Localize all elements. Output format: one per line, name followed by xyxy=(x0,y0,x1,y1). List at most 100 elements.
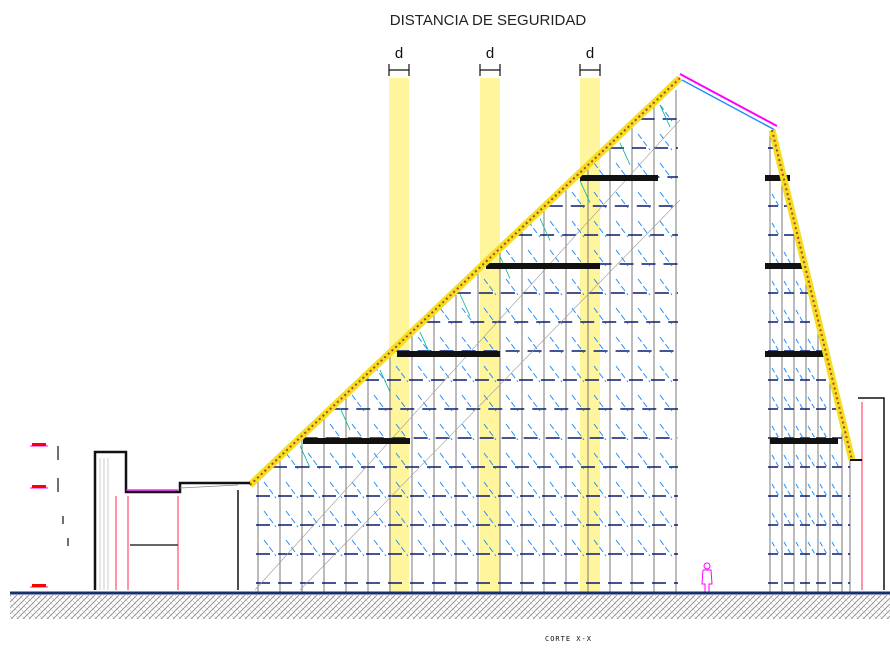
scaffold-brace xyxy=(571,191,585,209)
scaffold-brace xyxy=(659,133,673,151)
scaffold-brace xyxy=(659,481,673,499)
scaffold-brace xyxy=(615,481,629,499)
scaffold-brace xyxy=(771,425,781,441)
scaffold-brace xyxy=(659,278,673,296)
scaffold-brace xyxy=(439,452,453,470)
scaffold-brace xyxy=(285,539,299,557)
safety-band-2 xyxy=(480,78,500,593)
scaffold-brace xyxy=(483,481,497,499)
scaffold-brace xyxy=(285,481,299,499)
scaffold-brace xyxy=(615,539,629,557)
scaffold-brace xyxy=(549,365,563,383)
scaffold-brace xyxy=(505,336,519,354)
scaffold-tie xyxy=(379,369,391,393)
safety-distance-bands xyxy=(389,78,600,593)
scaffold-brace xyxy=(615,162,629,180)
scaffold-brace xyxy=(659,191,673,209)
scaffold-brace xyxy=(395,452,409,470)
scaffold-brace xyxy=(571,307,585,325)
scaffold-brace xyxy=(659,365,673,383)
section-caption: CORTE X-X xyxy=(545,635,592,643)
scaffold-brace xyxy=(373,510,387,528)
scaffold-brace xyxy=(461,539,475,557)
right-annex xyxy=(850,397,885,590)
scaffold-brace xyxy=(771,309,781,325)
scaffold-brace xyxy=(637,133,651,151)
scaffold-brace xyxy=(807,454,817,470)
scaffold-brace xyxy=(637,191,651,209)
scaffold-brace xyxy=(593,452,607,470)
scaffold-brace xyxy=(795,454,805,470)
scaffold-brace xyxy=(373,423,387,441)
scaffold-brace xyxy=(783,396,793,412)
scaffold-brace xyxy=(439,307,453,325)
scaffold-brace xyxy=(807,338,817,354)
scaffold-brace xyxy=(783,541,793,557)
scaffold-brace xyxy=(637,278,651,296)
scaffold-brace xyxy=(417,423,431,441)
scaffold-brace xyxy=(831,454,841,470)
scaffold-brace xyxy=(571,452,585,470)
scaffold-brace xyxy=(819,512,829,528)
scaffold-brace xyxy=(637,539,651,557)
scaffold-brace xyxy=(527,307,541,325)
scaffold-brace xyxy=(659,249,673,267)
scaffold-brace xyxy=(659,336,673,354)
ground-slab xyxy=(10,591,890,619)
human-scale-figure xyxy=(701,562,713,593)
scaffold-brace xyxy=(593,394,607,412)
scaffold-brace xyxy=(593,365,607,383)
scaffold-brace xyxy=(571,394,585,412)
scaffold-brace xyxy=(615,423,629,441)
scaffold-brace xyxy=(527,394,541,412)
scaffold-brace xyxy=(637,249,651,267)
scaffold-tie xyxy=(659,104,671,128)
scaffold-brace xyxy=(783,425,793,441)
scaffold-brace xyxy=(571,336,585,354)
scaffold-brace xyxy=(395,365,409,383)
scaffold-brace xyxy=(571,220,585,238)
scaffold-brace xyxy=(615,452,629,470)
scaffold-brace xyxy=(593,539,607,557)
scaffold-brace xyxy=(285,510,299,528)
scaffold-brace xyxy=(615,394,629,412)
scaffold-brace xyxy=(527,510,541,528)
scaffold-brace xyxy=(395,394,409,412)
scaffold-brace xyxy=(571,278,585,296)
scaffold-brace xyxy=(329,510,343,528)
scaffold-brace xyxy=(831,512,841,528)
scaffold-brace xyxy=(807,425,817,441)
scaffold-brace xyxy=(483,307,497,325)
scaffold-brace xyxy=(615,249,629,267)
scaffold-brace xyxy=(659,307,673,325)
scaffold-brace xyxy=(439,423,453,441)
scaffold-brace xyxy=(615,278,629,296)
scaffold-brace xyxy=(771,512,781,528)
scaffold-brace xyxy=(593,249,607,267)
scaffold-brace xyxy=(615,510,629,528)
scaffold-brace xyxy=(351,539,365,557)
scaffold-brace xyxy=(417,510,431,528)
scaffold-brace xyxy=(329,539,343,557)
scaffold-brace xyxy=(637,423,651,441)
scaffold-brace xyxy=(659,394,673,412)
scaffold-brace xyxy=(771,338,781,354)
scaffold-tie xyxy=(619,142,631,165)
scaffold-brace xyxy=(795,367,805,383)
scaffold-brace xyxy=(795,483,805,499)
scaffold-tie xyxy=(419,331,431,355)
scaffold-brace xyxy=(637,162,651,180)
dimension-marker-1 xyxy=(388,64,410,76)
scaffold-brace xyxy=(807,367,817,383)
scaffold-brace xyxy=(549,220,563,238)
scaffold-brace xyxy=(285,452,299,470)
scaffold-brace xyxy=(615,191,629,209)
scaffold-brace xyxy=(807,396,817,412)
scaffold-brace xyxy=(439,510,453,528)
scaffold-brace xyxy=(771,541,781,557)
scaffold-brace xyxy=(783,483,793,499)
scaffold-brace xyxy=(795,396,805,412)
scaffold-brace xyxy=(417,539,431,557)
scaffold-brace xyxy=(637,394,651,412)
scaffold-brace xyxy=(505,394,519,412)
